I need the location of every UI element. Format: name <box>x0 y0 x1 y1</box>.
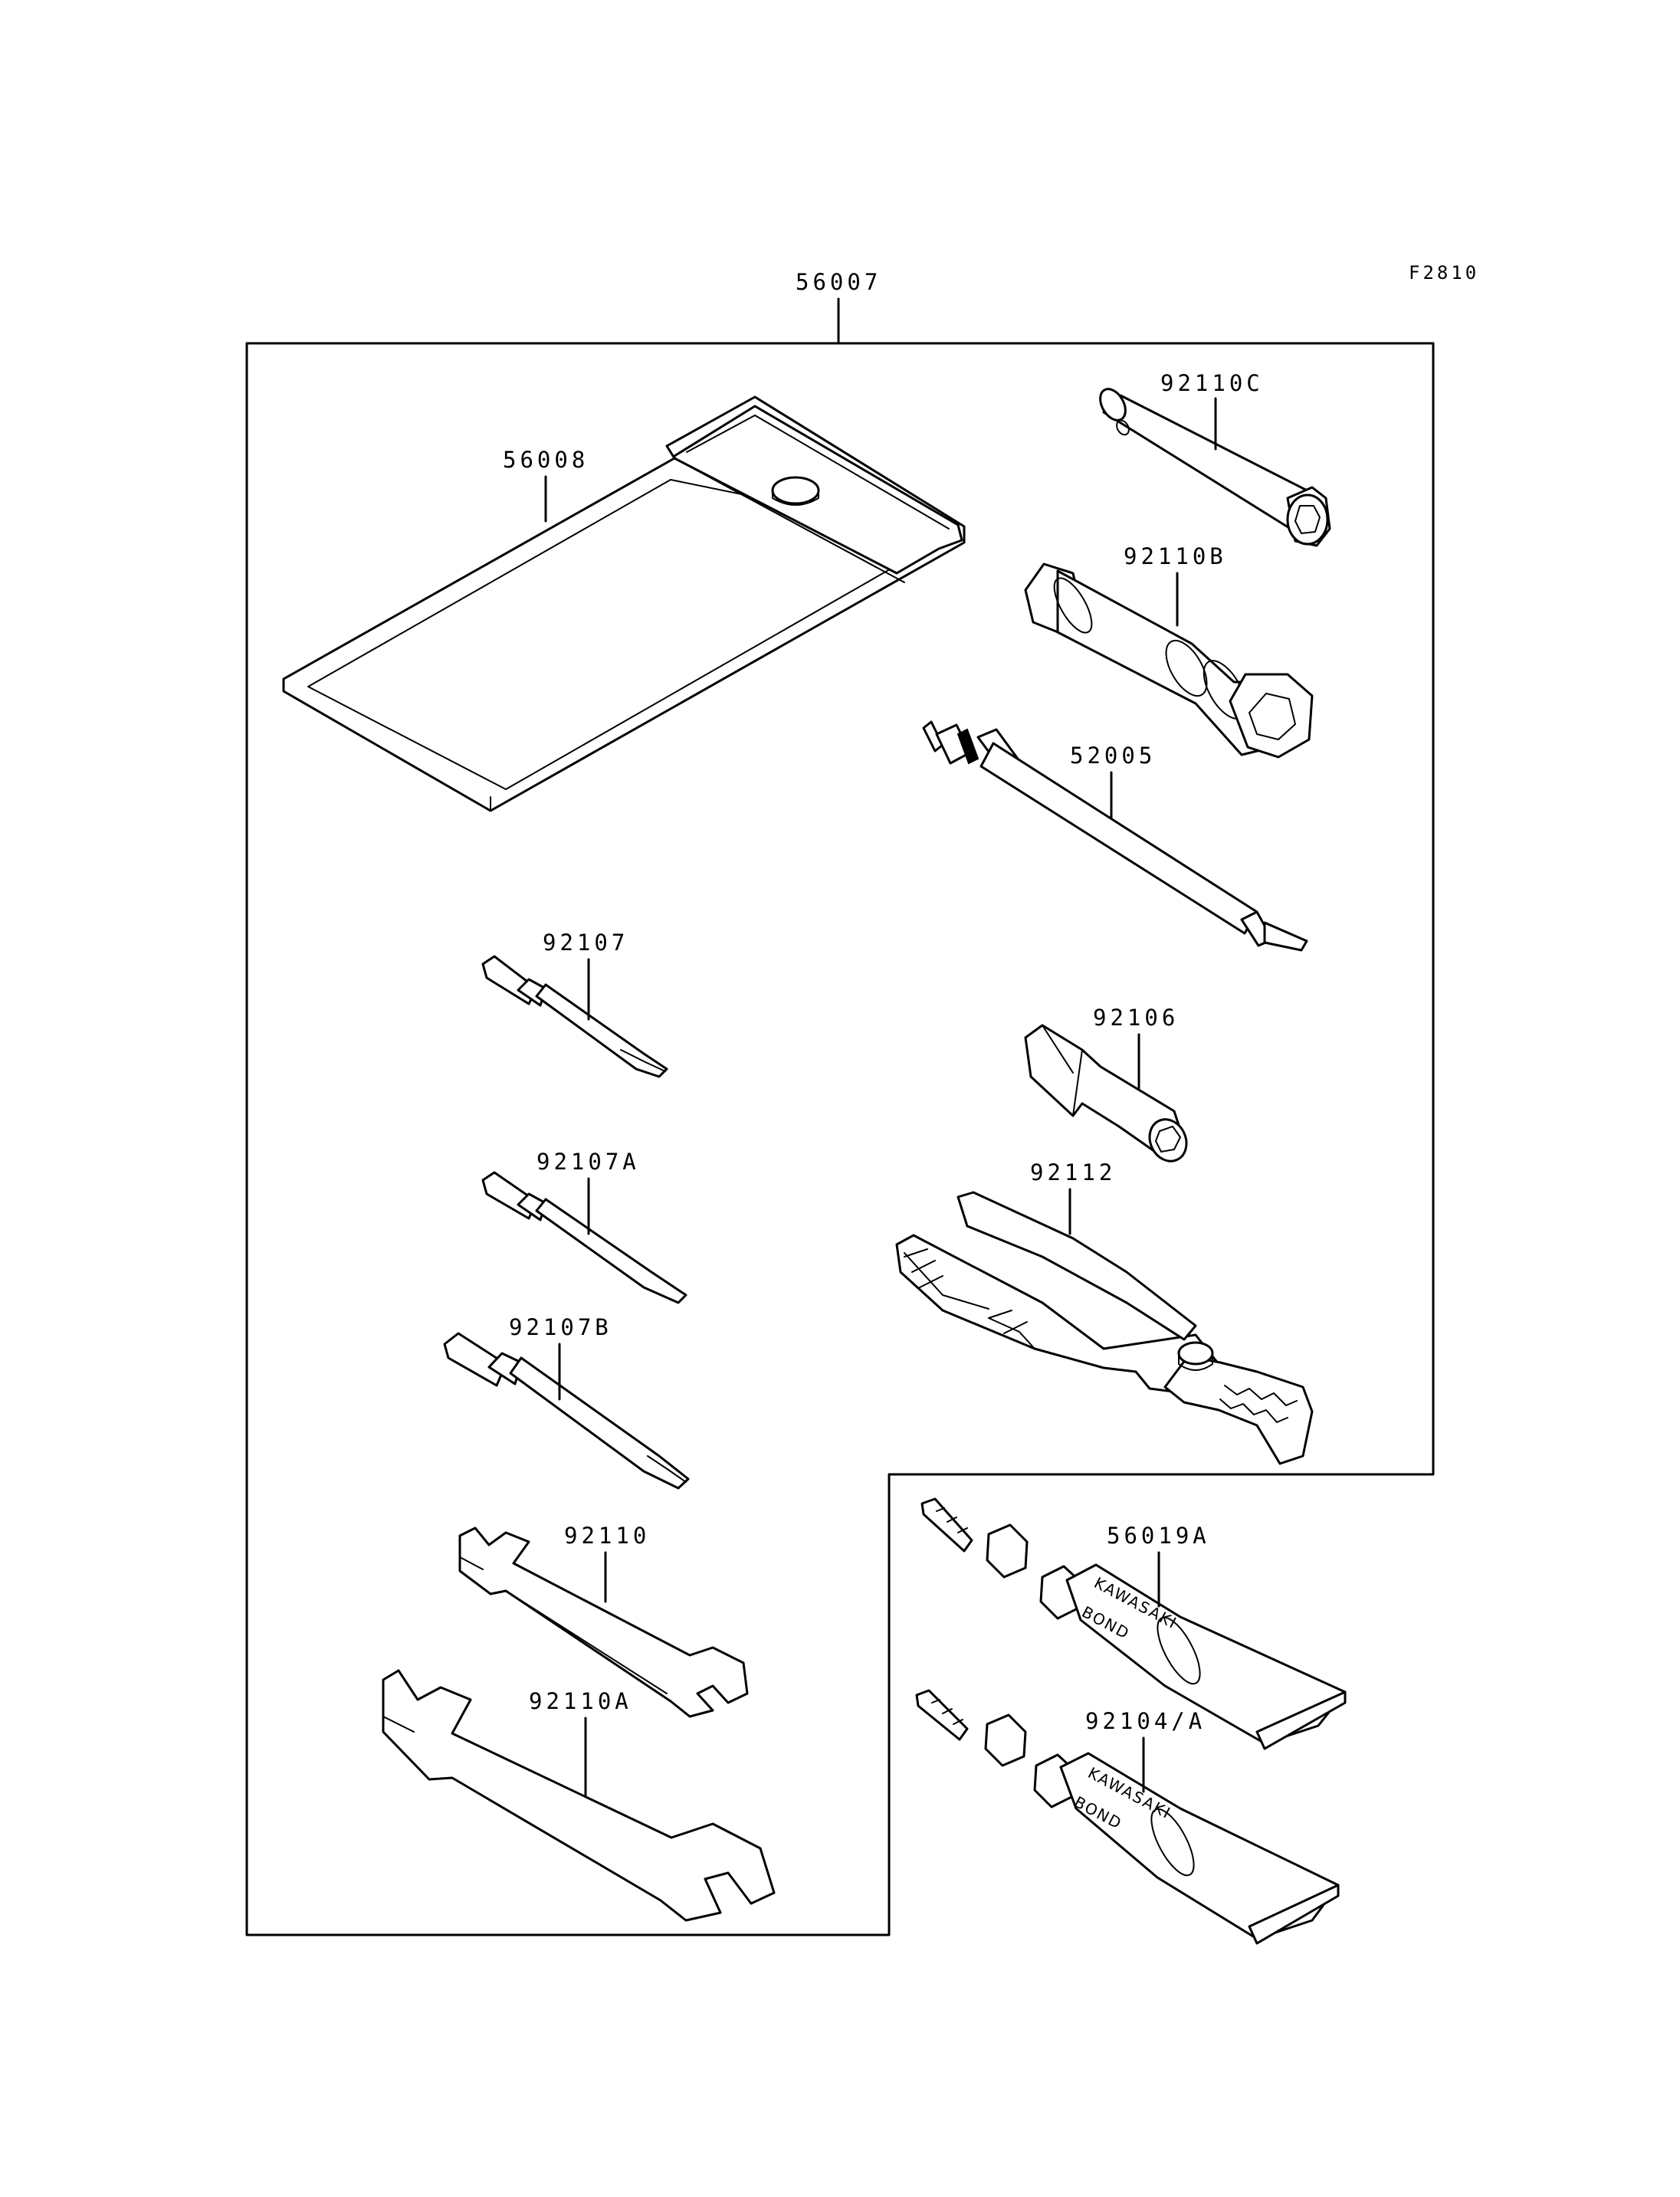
callout-56008: 56008 <box>503 447 589 473</box>
callout-56019A: 56019A <box>1107 1523 1210 1549</box>
callout-92107B: 92107B <box>509 1314 612 1340</box>
pliers-drawing <box>895 1191 1314 1465</box>
callout-92110: 92110 <box>564 1523 650 1549</box>
bond-tube-2-drawing <box>915 1689 1340 1945</box>
plug-socket-wrench-small-drawing <box>1099 388 1331 547</box>
screwdriver-bit-large-drawing <box>443 1332 690 1490</box>
screwdriver-grip-drawing <box>922 720 1308 952</box>
open-end-wrench-large-drawing <box>382 1669 776 1922</box>
tool-kit-frame <box>245 342 1435 1936</box>
callout-92110C: 92110C <box>1160 370 1264 396</box>
bond-tube-drawing <box>920 1497 1347 1750</box>
callout-92110B: 92110B <box>1124 543 1227 569</box>
plug-socket-wrench-large-drawing <box>1024 562 1314 759</box>
callout-92106: 92106 <box>1093 1005 1179 1031</box>
figure-code: F2810 <box>1409 262 1479 284</box>
callout-52005: 52005 <box>1070 743 1156 769</box>
open-end-wrench-drawing <box>458 1526 749 1718</box>
tool-bag-drawing <box>282 395 966 812</box>
callout-92112: 92112 <box>1030 1159 1116 1185</box>
callout-56007: 56007 <box>796 269 881 295</box>
screwdriver-bit-drawing <box>481 955 668 1078</box>
callout-92107: 92107 <box>543 930 628 956</box>
callout-92110A: 92110A <box>529 1688 632 1714</box>
callout-92107A: 92107A <box>536 1149 640 1175</box>
callout-92104-A: 92104/A <box>1085 1708 1206 1734</box>
screwdriver-bit-flat-drawing <box>481 1171 687 1304</box>
hex-holder-drawing <box>1024 1024 1188 1162</box>
